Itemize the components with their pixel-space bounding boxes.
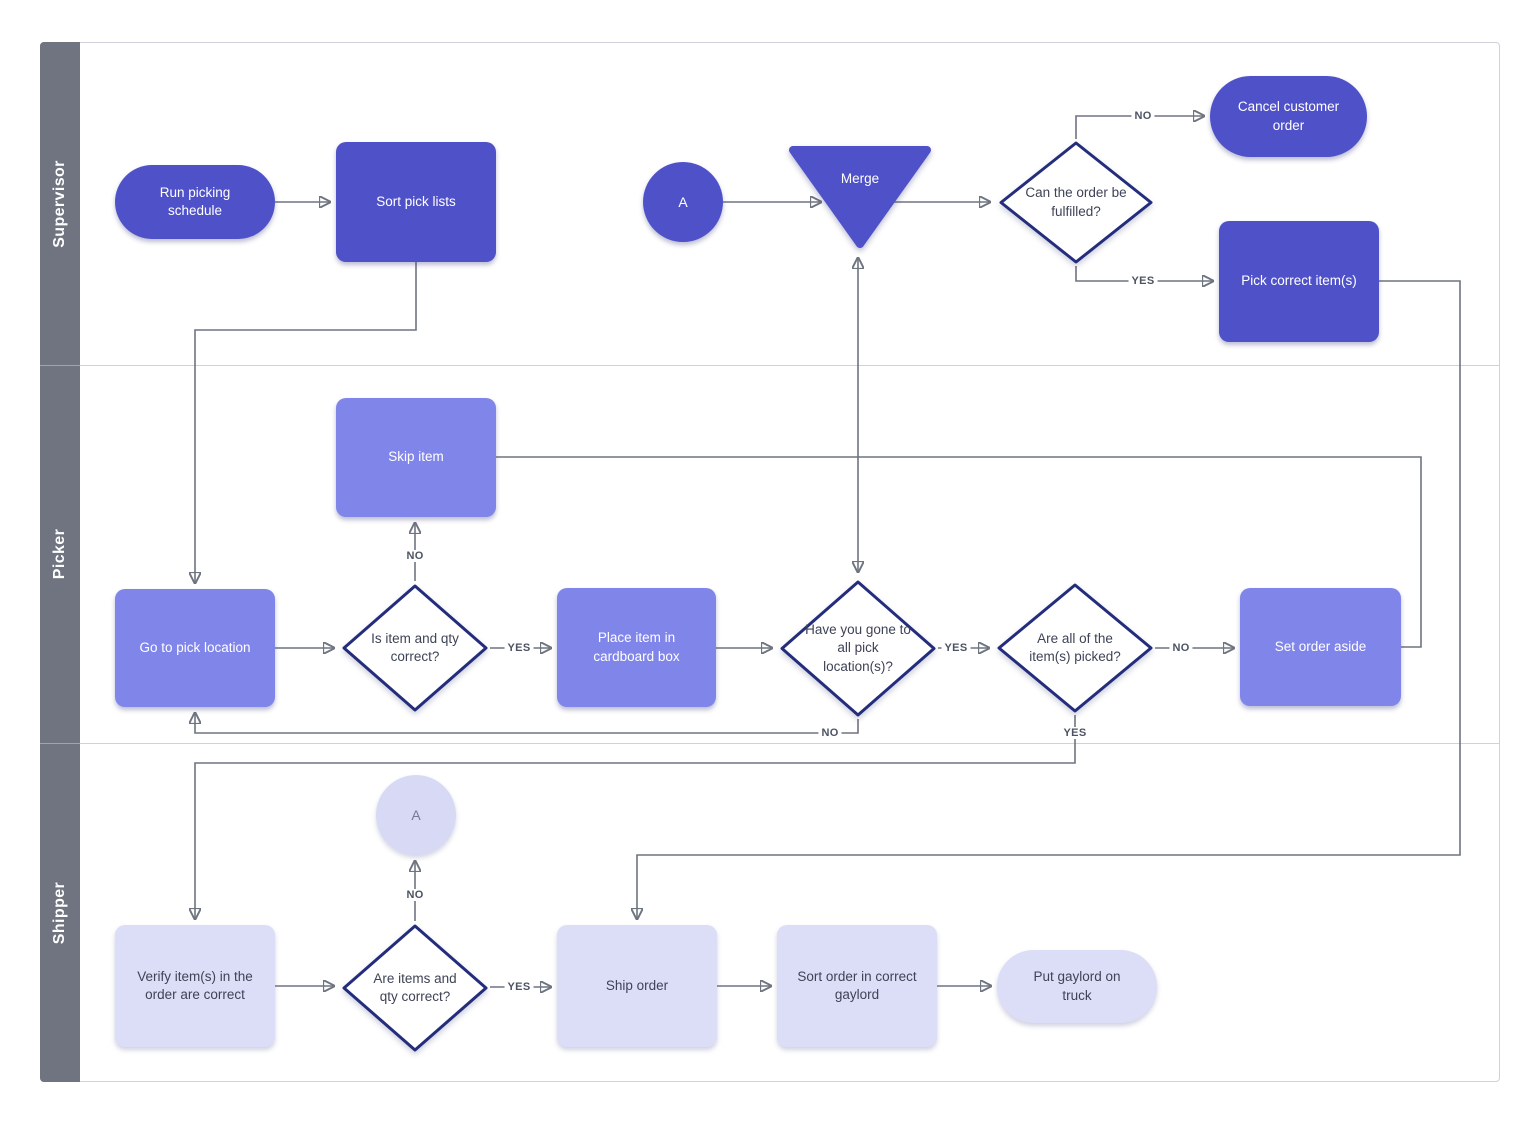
node-cancel-customer-order: Cancel customer order — [1210, 76, 1367, 157]
decision-are-items-qty-correct: Are items and qty correct? — [340, 922, 490, 1054]
node-label: Sort order in correct gaylord — [797, 968, 917, 1002]
node-run-picking-schedule: Run picking schedule — [115, 165, 275, 239]
node-place-item-in-box: Place item in cardboard box — [557, 588, 716, 707]
node-label: Are all of the item(s) picked? — [1029, 630, 1121, 664]
connector-a-shipper: A — [376, 775, 456, 855]
lane-label-supervisor: Supervisor — [51, 159, 68, 248]
node-label: A — [678, 193, 688, 210]
edge-label-ship-check-no: NO — [403, 889, 427, 901]
node-label: Set order aside — [1274, 638, 1367, 654]
decision-gone-all-pick-locations: Have you gone to all pick location(s)? — [778, 578, 938, 719]
decision-diamond-shape — [999, 141, 1153, 264]
edge-label-item-qty-yes: YES — [504, 642, 534, 654]
decision-can-order-be-fulfilled: Can the order be fulfilled? — [997, 139, 1155, 266]
edge-label-item-qty-no: NO — [403, 550, 427, 562]
node-label: Are items and qty correct? — [373, 970, 457, 1004]
node-label: Sort pick lists — [376, 193, 456, 209]
edge-label-all-picked-yes: YES — [1060, 727, 1090, 739]
edge-label-all-picked-no: NO — [1169, 642, 1193, 654]
node-label: Put gaylord on truck — [1033, 969, 1121, 1003]
lane-label-strip — [40, 42, 80, 1082]
edge-label-gone-all-no: NO — [818, 727, 842, 739]
edge-label-gone-all-yes: YES — [941, 642, 971, 654]
node-label: Can the order be fulfilled? — [1025, 185, 1127, 219]
node-label: Is item and qty correct? — [371, 630, 459, 664]
node-label: Skip item — [388, 449, 444, 465]
lane-strip-separator — [40, 743, 80, 744]
lane-divider-picker-shipper — [41, 743, 1499, 744]
decision-is-item-qty-correct: Is item and qty correct? — [340, 582, 490, 714]
node-sort-pick-lists: Sort pick lists — [336, 142, 496, 262]
node-label: Pick correct item(s) — [1241, 273, 1357, 289]
node-label: Run picking schedule — [159, 184, 231, 218]
node-sort-order-gaylord: Sort order in correct gaylord — [777, 925, 937, 1047]
node-merge: Merge — [785, 142, 935, 252]
node-label: Place item in cardboard box — [593, 630, 680, 664]
node-label: Ship order — [605, 977, 669, 993]
node-label: Have you gone to all pick location(s)? — [805, 622, 911, 674]
node-verify-items: Verify item(s) in the order are correct — [115, 925, 275, 1047]
decision-all-items-picked: Are all of the item(s) picked? — [995, 581, 1155, 715]
node-go-to-pick-location: Go to pick location — [115, 589, 275, 707]
node-skip-item: Skip item — [336, 398, 496, 517]
decision-diamond-shape — [342, 924, 488, 1052]
decision-diamond-shape — [997, 583, 1153, 713]
node-label: Go to pick location — [139, 639, 251, 655]
decision-diamond-shape — [342, 584, 488, 712]
node-set-order-aside: Set order aside — [1240, 588, 1401, 706]
lane-label-shipper: Shipper — [51, 881, 68, 944]
node-pick-correct-items: Pick correct item(s) — [1219, 221, 1379, 342]
merge-triangle-shape — [789, 146, 931, 248]
node-label: Cancel customer order — [1237, 99, 1340, 133]
node-label: A — [411, 806, 421, 823]
lane-label-picker: Picker — [51, 528, 69, 580]
edge-label-fulfilled-yes: YES — [1128, 275, 1158, 287]
connector-a-supervisor: A — [643, 162, 723, 242]
edge-label-fulfilled-no: NO — [1131, 110, 1155, 122]
node-put-gaylord-on-truck: Put gaylord on truck — [997, 950, 1157, 1023]
node-label: Merge — [840, 170, 880, 186]
lane-divider-supervisor-picker — [41, 365, 1499, 366]
node-label: Verify item(s) in the order are correct — [137, 968, 253, 1002]
node-ship-order: Ship order — [557, 925, 717, 1047]
lane-strip-separator — [40, 365, 80, 366]
edge-label-ship-check-yes: YES — [504, 981, 534, 993]
decision-diamond-shape — [780, 580, 936, 717]
